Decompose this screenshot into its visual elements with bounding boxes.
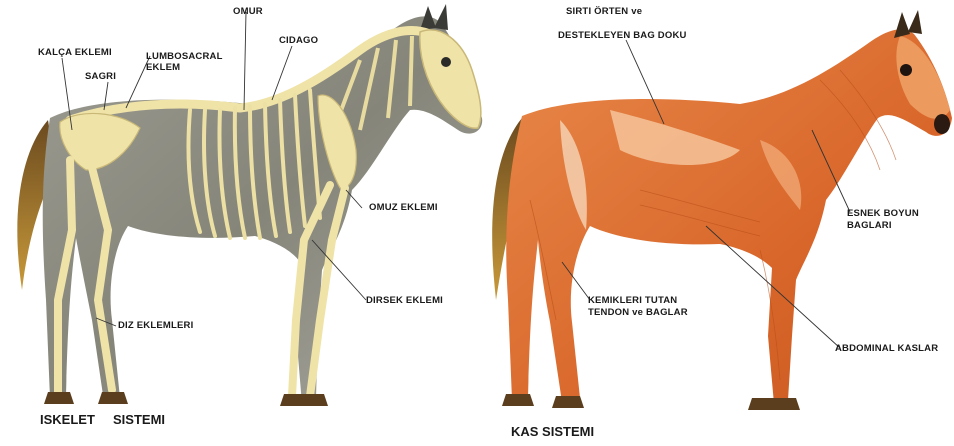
caption-sistemi: SISTEMI — [113, 412, 165, 427]
muscle-horse-eye — [900, 64, 912, 76]
caption-iskelet: ISKELET — [40, 412, 95, 427]
label-kemikleri-line2: TENDON ve BAGLAR — [588, 307, 688, 318]
skull — [420, 30, 481, 128]
label-abdominal: ABDOMINAL KASLAR — [835, 343, 938, 354]
skeleton-horse-hooves — [44, 392, 328, 406]
label-dirsek-eklemi: DIRSEK EKLEMI — [366, 295, 443, 306]
label-sirti-line1: SIRTI ÖRTEN ve — [566, 6, 642, 17]
label-lumbosacral-line2: EKLEM — [146, 62, 180, 73]
label-kemikleri-line1: KEMIKLERI TUTAN — [588, 295, 677, 306]
label-esnek-line2: BAGLARI — [847, 220, 892, 231]
label-sagri: SAGRI — [85, 71, 116, 82]
caption-kas-sistemi: KAS SISTEMI — [511, 424, 594, 439]
label-omur: OMUR — [233, 6, 263, 17]
muscle-horse-nose — [934, 114, 950, 134]
label-kalca-eklemi: KALÇA EKLEMI — [38, 47, 112, 58]
muscle-horse-hooves — [502, 394, 800, 410]
label-diz-eklemleri: DIZ EKLEMLERI — [118, 320, 193, 331]
label-cidago: CIDAGO — [279, 35, 318, 46]
label-omuz-eklemi: OMUZ EKLEMI — [369, 202, 438, 213]
label-esnek-line1: ESNEK BOYUN — [847, 208, 919, 219]
label-sirti-line2: DESTEKLEYEN BAG DOKU — [558, 30, 687, 41]
muscle-horse-ears — [894, 10, 922, 38]
skeleton-horse-eye — [441, 57, 451, 67]
label-lumbosacral-line1: LUMBOSACRAL — [146, 51, 223, 62]
